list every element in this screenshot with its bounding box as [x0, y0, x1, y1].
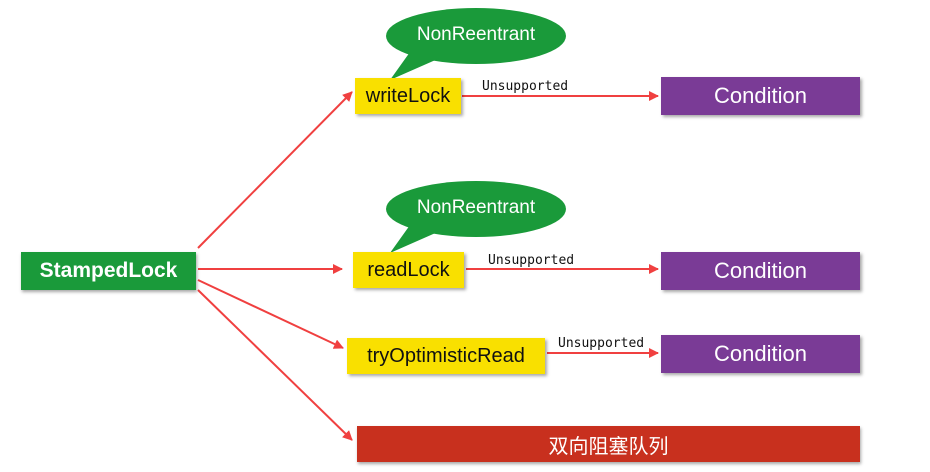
bubble-read [386, 181, 566, 253]
condition-node-read: Condition [661, 252, 860, 290]
bubble-read-text: NonReentrant [416, 197, 536, 218]
arrow-to-tryoptimisticread [197, 279, 344, 349]
arrow-to-writelock [197, 91, 353, 249]
readlock-node: readLock [353, 252, 464, 288]
blocking-queue-node: 双向阻塞队列 [357, 426, 860, 462]
writelock-node: writeLock [355, 78, 461, 114]
tryoptimisticread-node: tryOptimisticRead [347, 338, 545, 374]
condition-node-write: Condition [661, 77, 860, 115]
bubble-write-text: NonReentrant [416, 24, 536, 45]
condition-node-optimistic: Condition [661, 335, 860, 373]
edge-label-write-unsupported: Unsupported [482, 79, 569, 94]
edge-label-read-unsupported: Unsupported [488, 253, 575, 268]
bubble-write [386, 8, 566, 80]
arrow-to-queue [197, 289, 353, 441]
edge-label-optimistic-unsupported: Unsupported [558, 336, 645, 351]
stampedlock-node: StampedLock [21, 252, 196, 290]
